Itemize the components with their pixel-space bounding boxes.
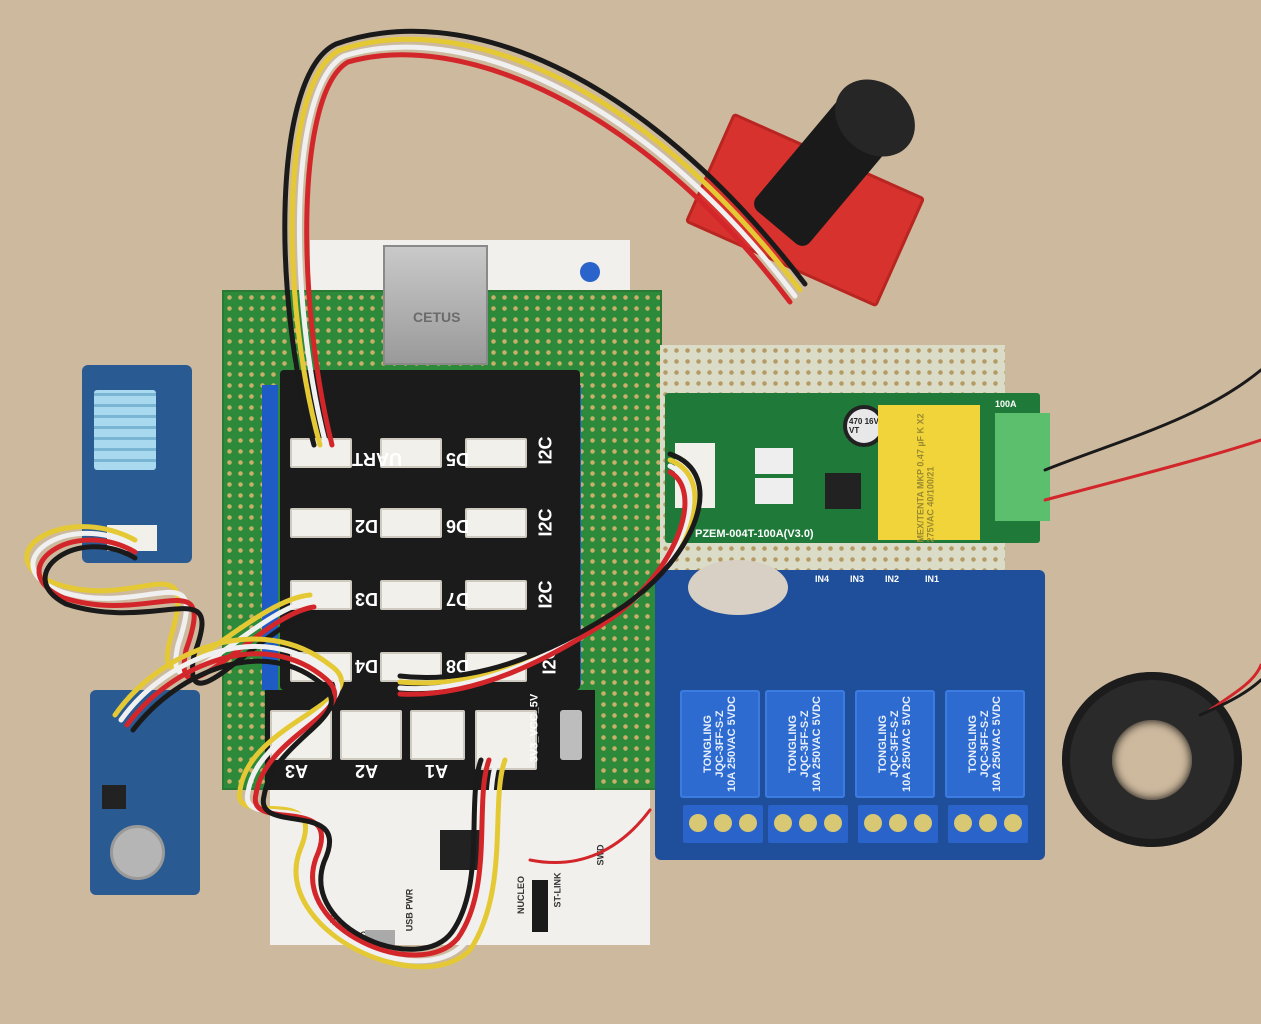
ct-hole — [1112, 720, 1192, 800]
relay-terminal-3[interactable] — [858, 805, 938, 843]
optocoupler-2 — [755, 478, 793, 504]
ethernet-label: CETUS — [413, 309, 461, 325]
relay-terminal-2[interactable] — [768, 805, 848, 843]
grove-cable-gas — [112, 636, 508, 970]
optocoupler-1 — [755, 448, 793, 474]
grove-port-a2[interactable] — [340, 710, 402, 760]
power-switch[interactable] — [560, 710, 582, 760]
grove-port-d7[interactable] — [380, 580, 442, 610]
grove-port-d2[interactable] — [290, 508, 352, 538]
input-label-in2: IN2 — [885, 574, 900, 584]
capacitor-label: 470 16V VT — [849, 417, 879, 435]
grove-port-a1[interactable] — [410, 710, 465, 760]
current-transformer — [1062, 672, 1242, 847]
dht-sensor — [94, 390, 156, 470]
pzem-module: 470 16V VT MEX/TENTA MKP 0.47 µF K X2 27… — [665, 393, 1050, 543]
ic-chip — [825, 473, 861, 509]
grove-port-d5[interactable] — [380, 438, 442, 468]
gas-sensor-chip — [102, 785, 126, 809]
grove-port-i2c-2[interactable] — [465, 508, 527, 538]
input-label-in3: IN3 — [850, 574, 865, 584]
pir-sensor-dome — [688, 560, 788, 615]
grove-port-i2c-3[interactable] — [465, 580, 527, 610]
dht-sensor-module — [82, 365, 192, 563]
user-button[interactable] — [580, 262, 600, 282]
input-label-in1: IN1 — [925, 574, 940, 584]
pzem-model-label: PZEM-004T-100A(V3.0) — [695, 528, 814, 540]
terminal-label: 100A — [995, 399, 1017, 409]
gas-sensor-element — [110, 825, 165, 880]
relay-terminal-1[interactable] — [683, 805, 763, 843]
grove-port-d6[interactable] — [380, 508, 442, 538]
grove-cable-pzem — [397, 451, 703, 697]
ethernet-jack: CETUS — [383, 245, 488, 365]
x2-capacitor: MEX/TENTA MKP 0.47 µF K X2 275VAC 40/100… — [878, 405, 980, 543]
relay-terminal-4[interactable] — [948, 805, 1028, 843]
mains-wires — [528, 368, 1261, 865]
stlink-jumper[interactable] — [532, 880, 548, 932]
grove-port-i2c-1[interactable] — [465, 438, 527, 468]
screw-terminal[interactable] — [995, 413, 1050, 521]
grove-cable-camera — [282, 28, 808, 448]
input-label-in4: IN4 — [815, 574, 830, 584]
gas-sensor-module — [90, 690, 200, 895]
